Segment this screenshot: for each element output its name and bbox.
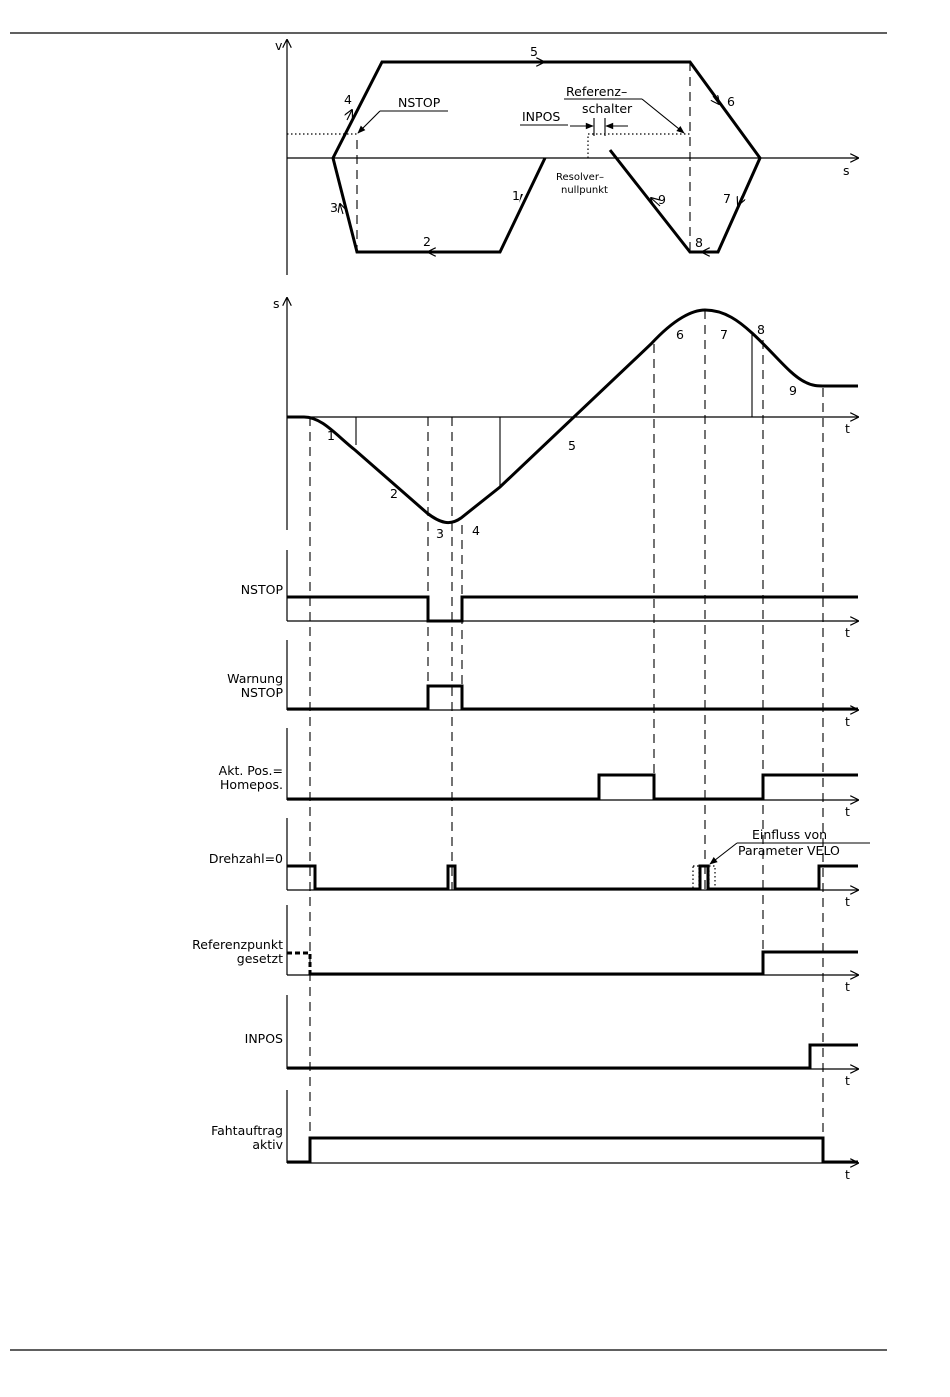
event-lines (310, 310, 823, 1163)
pos-seg-7: 7 (720, 327, 728, 342)
signal-referenzpunkt: Referenzpunkt gesetzt t (192, 905, 858, 994)
signal-aktpos-trace (287, 775, 858, 799)
signal-aktpos-label-line2: Homepos. (220, 777, 283, 792)
signal-fahrauftrag-label-line1: Fahtauftrag (211, 1123, 283, 1138)
phase-seg-4: 4 (344, 92, 352, 107)
inpos-level-line (588, 134, 690, 158)
signal-fahrauftrag-t: t (845, 1167, 850, 1182)
phase-seg-7: 7 (723, 191, 731, 206)
signal-fahrauftrag-trace (287, 1138, 858, 1162)
referenzschalter-label-line1: Referenz– (566, 84, 627, 99)
referenzschalter-leader (642, 99, 684, 133)
phase-seg-9: 9 (658, 192, 666, 207)
pos-seg-3: 3 (436, 526, 444, 541)
phase-seg-6: 6 (727, 94, 735, 109)
signal-refpunkt-t: t (845, 979, 850, 994)
arrow-seg3 (340, 204, 343, 214)
signal-inpos-t: t (845, 1073, 850, 1088)
position-curve (287, 310, 858, 523)
signal-refpunkt-label-line2: gesetzt (237, 951, 283, 966)
velo-note-leader (710, 843, 737, 864)
signal-drehzahl-label: Drehzahl=0 (209, 851, 283, 866)
velo-influence-box-right (709, 866, 715, 889)
phase-seg-1: 1 (512, 188, 520, 203)
signal-refpunkt-prior-state (287, 953, 310, 975)
signal-warnung-label-line1: Warnung (227, 671, 283, 686)
pos-seg-6: 6 (676, 327, 684, 342)
pos-seg-8: 8 (757, 322, 765, 337)
inpos-label: INPOS (522, 109, 560, 124)
s-axis-label: s (843, 163, 850, 178)
pos-seg-4: 4 (472, 523, 480, 538)
signal-nstop-trace (287, 597, 858, 621)
signal-inpos-trace (287, 1045, 858, 1068)
velo-influence-box-left (693, 866, 699, 889)
pos-seg-9: 9 (789, 383, 797, 398)
signal-nstop: NSTOP t (241, 550, 858, 640)
signal-inpos-label: INPOS (245, 1031, 283, 1046)
referenzschalter-label-line2: schalter (582, 101, 633, 116)
phase-diagram: v s 1 2 3 4 5 6 7 8 9 NSTOP Refe (275, 38, 858, 275)
signal-fahrauftrag-label-line2: aktiv (252, 1137, 283, 1152)
signal-warnung-t: t (845, 714, 850, 729)
signal-nstop-t: t (845, 625, 850, 640)
phase-seg-8: 8 (695, 235, 703, 250)
signal-warnung-label-line2: NSTOP (241, 685, 284, 700)
nstop-leader (358, 111, 380, 133)
pos-seg-5: 5 (568, 438, 576, 453)
phase-seg-3: 3 (330, 200, 338, 215)
signal-refpunkt-label-line1: Referenzpunkt (192, 937, 283, 952)
signal-inpos: INPOS t (245, 995, 858, 1088)
resolver-label-line1: Resolver– (556, 172, 604, 183)
signal-aktpos-t: t (845, 804, 850, 819)
signal-drehzahl: Drehzahl=0 t Einfluss von Parameter VELO (209, 818, 870, 909)
phase-seg-2: 2 (423, 234, 431, 249)
signal-akt-pos: Akt. Pos.= Homepos. t (219, 728, 858, 819)
signal-refpunkt-trace (310, 952, 858, 974)
signal-aktpos-label-line1: Akt. Pos.= (219, 763, 283, 778)
position-t-label: t (845, 421, 850, 436)
pos-seg-2: 2 (390, 486, 398, 501)
velo-note-line1: Einfluss von (752, 827, 827, 842)
signal-drehzahl-t: t (845, 894, 850, 909)
phase-trajectory-left (333, 62, 760, 252)
position-s-label: s (273, 296, 280, 311)
velo-note-line2: Parameter VELO (738, 843, 840, 858)
pos-seg-1: 1 (327, 428, 335, 443)
phase-seg-5: 5 (530, 44, 538, 59)
signal-drehzahl-trace (287, 866, 858, 889)
resolver-label-line2: nullpunkt (561, 185, 608, 196)
nstop-label: NSTOP (398, 95, 441, 110)
arrow-seg4 (347, 110, 352, 120)
signal-nstop-label: NSTOP (241, 582, 284, 597)
position-chart: s t 1 2 3 4 5 6 7 8 9 (273, 296, 858, 541)
v-axis-label: v (275, 38, 283, 53)
signal-warnung-trace (287, 686, 858, 709)
signal-fahrauftrag: Fahtauftrag aktiv t (211, 1090, 858, 1182)
